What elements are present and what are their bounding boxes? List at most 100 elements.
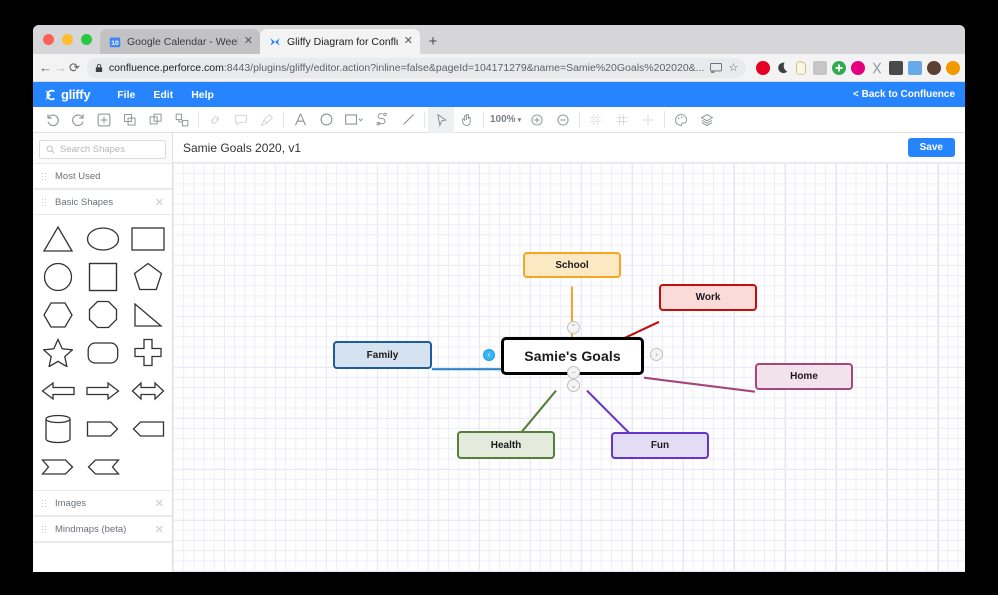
shape-circle[interactable] (35, 259, 80, 294)
bookmark-star-icon[interactable]: ☆ (728, 62, 739, 74)
back-icon[interactable]: ← (39, 60, 52, 75)
frame-icon[interactable] (91, 107, 117, 133)
pinterest-extension-icon[interactable] (756, 60, 771, 75)
close-window-button[interactable] (43, 34, 54, 45)
diagram-node-fun[interactable]: Fun (611, 432, 709, 459)
diagram-node-health[interactable]: Health (457, 431, 555, 459)
minus-handle[interactable]: − (567, 366, 580, 379)
shape-arrow-both[interactable] (125, 373, 170, 408)
connector-home-to-center[interactable] (643, 376, 756, 393)
diagram-node-home[interactable]: Home (755, 363, 853, 390)
search-shapes-input[interactable]: Search Shapes (39, 140, 166, 159)
copy-icon[interactable] (117, 107, 143, 133)
section-most-used[interactable]: Most Used (33, 163, 172, 189)
browser-tab-google-calendar[interactable]: 10 Google Calendar - Week of De ✕ (100, 29, 260, 54)
back-to-confluence-link[interactable]: < Back to Confluence (853, 89, 955, 100)
profile-avatar[interactable] (927, 60, 942, 75)
new-tab-button[interactable]: + (428, 33, 438, 50)
blue-extension-icon[interactable] (908, 60, 923, 75)
note-extension-icon[interactable] (794, 60, 808, 75)
shape-rounded-rectangle[interactable] (80, 335, 125, 370)
link-icon[interactable] (202, 107, 228, 133)
cast-icon[interactable] (710, 62, 723, 73)
elbow-connector-icon[interactable] (369, 107, 395, 133)
grid-icon[interactable] (609, 107, 635, 133)
group-icon[interactable] (169, 107, 195, 133)
shape-arrow-left[interactable] (35, 373, 80, 408)
zoom-level-control[interactable]: 100% ▾ (487, 114, 524, 125)
close-tab-icon[interactable]: ✕ (243, 35, 253, 47)
ellipse-icon[interactable] (313, 107, 339, 133)
maximize-window-button[interactable] (81, 34, 92, 45)
drag-grip-icon[interactable] (41, 498, 48, 508)
menu-help[interactable]: Help (191, 88, 214, 101)
menu-file[interactable]: File (117, 88, 136, 101)
redo-icon[interactable] (65, 107, 91, 133)
line-icon[interactable] (395, 107, 421, 133)
grey-extension-icon[interactable] (813, 60, 828, 75)
shape-pentagon[interactable] (125, 259, 170, 294)
drag-grip-icon[interactable] (41, 171, 48, 181)
forward-icon[interactable]: → (54, 60, 67, 75)
palette-icon[interactable] (668, 107, 694, 133)
shape-arrow-right[interactable] (80, 373, 125, 408)
expand-right-handle[interactable]: › (650, 348, 663, 361)
close-tab-icon[interactable]: ✕ (403, 35, 413, 47)
save-button[interactable]: Save (907, 138, 955, 157)
shape-cross[interactable] (125, 335, 170, 370)
browser-tab-gliffy[interactable]: Gliffy Diagram for Confluence ✕ (260, 29, 420, 54)
collapse-down-handle[interactable]: ⌄ (567, 379, 580, 392)
comment-icon[interactable] (228, 107, 254, 133)
connector-left-handle[interactable]: ‹ (483, 349, 495, 361)
add-extension-icon[interactable] (832, 60, 847, 75)
zoom-out-icon[interactable] (550, 107, 576, 133)
shape-rectangle[interactable] (125, 221, 170, 256)
minimize-window-button[interactable] (62, 34, 73, 45)
close-icon[interactable]: ✕ (154, 196, 164, 209)
zoom-in-icon[interactable] (524, 107, 550, 133)
undo-icon[interactable] (39, 107, 65, 133)
pocket-extension-icon[interactable] (889, 60, 904, 75)
reload-icon[interactable]: ⟳ (69, 59, 80, 75)
section-images[interactable]: Images ✕ (33, 490, 172, 516)
browser-menu-icon[interactable] (946, 60, 961, 75)
pointer-icon[interactable] (428, 106, 454, 133)
section-basic-shapes[interactable]: Basic Shapes ✕ (33, 189, 172, 215)
address-input[interactable]: confluence.perforce.com:8443/plugins/gli… (86, 57, 747, 78)
shape-chevron-right[interactable] (35, 449, 80, 484)
shape-right-triangle[interactable] (125, 297, 170, 332)
close-icon[interactable]: ✕ (154, 497, 164, 510)
hand-icon[interactable] (454, 107, 480, 133)
diagram-node-work[interactable]: Work (659, 284, 757, 311)
diagram-node-family[interactable]: Family (333, 341, 432, 369)
shape-ellipse[interactable] (80, 221, 125, 256)
magenta-extension-icon[interactable] (851, 60, 866, 75)
shape-cylinder[interactable] (35, 411, 80, 446)
drag-grip-icon[interactable] (41, 197, 48, 207)
guides-icon[interactable] (635, 107, 661, 133)
dark-mode-extension-icon[interactable] (775, 61, 789, 75)
menu-edit[interactable]: Edit (153, 88, 174, 101)
shape-triangle[interactable] (35, 221, 80, 256)
gliffy-logo[interactable]: gliffy (43, 87, 91, 102)
shape-arrow-banner-left[interactable] (125, 411, 170, 446)
close-icon[interactable]: ✕ (154, 523, 164, 536)
shape-star[interactable] (35, 335, 80, 370)
duplicate-icon[interactable] (143, 107, 169, 133)
shape-arrow-banner-right[interactable] (80, 411, 125, 446)
text-icon[interactable] (287, 107, 313, 133)
shape-octagon[interactable] (80, 297, 125, 332)
section-mindmaps[interactable]: Mindmaps (beta) ✕ (33, 516, 172, 542)
layers-icon[interactable] (694, 107, 720, 133)
diagram-node-school[interactable]: School (523, 252, 621, 278)
format-painter-icon[interactable] (254, 107, 280, 133)
collapse-up-handle[interactable]: ⌃ (567, 321, 580, 334)
shape-hexagon[interactable] (35, 297, 80, 332)
rectangle-icon[interactable] (339, 107, 369, 133)
clipper-extension-icon[interactable] (870, 61, 884, 75)
shape-chevron-left[interactable] (80, 449, 125, 484)
diagram-title[interactable]: Samie Goals 2020, v1 (183, 140, 302, 155)
snap-icon[interactable] (583, 107, 609, 133)
drag-grip-icon[interactable] (41, 524, 48, 534)
